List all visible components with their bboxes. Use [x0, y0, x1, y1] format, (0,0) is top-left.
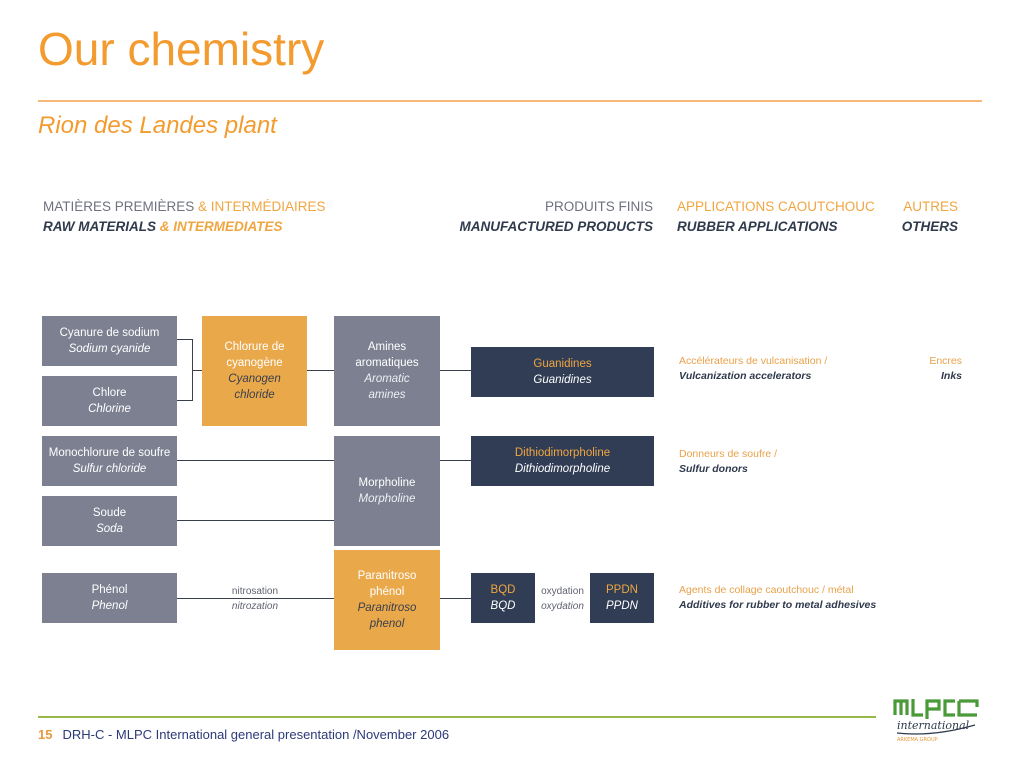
application-fr: Agents de collage caoutchouc / métal: [679, 584, 854, 596]
connector-line: [177, 339, 193, 340]
connector-line: [177, 460, 334, 461]
intermediate-en: Cyanogen: [228, 373, 281, 385]
application-en: Sulfur donors: [679, 463, 748, 475]
header-products-fr: PRODUITS FINIS: [544, 199, 653, 214]
header-products-en: MANUFACTURED PRODUCTS: [459, 219, 654, 234]
raw-material-soda: Soude Soda: [42, 496, 177, 546]
product-fr: BQD: [490, 584, 516, 596]
application-adhesives: Agents de collage caoutchouc / métal Add…: [679, 583, 876, 613]
application-fr: Donneurs de soufre /: [679, 448, 778, 460]
product-en: BQD: [490, 600, 516, 612]
slide-title: Our chemistry: [38, 23, 325, 75]
application-fr: Accélérateurs de vulcanisation /: [679, 355, 828, 367]
reaction-fr: oxydation: [541, 586, 584, 597]
intermediate-en: Morpholine: [358, 493, 416, 505]
intermediate-fr: cyanogène: [226, 357, 283, 369]
other-fr: Encres: [929, 355, 962, 367]
raw-fr: Phénol: [91, 584, 128, 596]
raw-fr: Soude: [92, 507, 127, 519]
header-raw-fr-b: & INTERMÉDIAIRES: [198, 199, 326, 214]
application-vulcanization: Accélérateurs de vulcanisation / Vulcani…: [679, 354, 827, 384]
product-bqd: BQD BQD: [471, 573, 535, 623]
reaction-nitrosation: nitrosation nitrozation: [215, 584, 295, 614]
product-en: Guanidines: [533, 374, 592, 386]
application-en: Vulcanization accelerators: [679, 370, 812, 382]
header-rubber-en: RUBBER APPLICATIONS: [677, 219, 838, 234]
connector-line: [440, 598, 471, 599]
connector-line: [177, 520, 334, 521]
footer: 15 DRH-C - MLPC International general pre…: [38, 727, 449, 742]
raw-fr: Cyanure de sodium: [59, 327, 160, 339]
header-rubber-fr: APPLICATIONS CAOUTCHOUC: [677, 199, 875, 214]
product-fr: Guanidines: [533, 358, 592, 370]
header-others-fr: AUTRES: [903, 199, 958, 214]
connector-line: [177, 598, 334, 599]
connector-line: [307, 370, 334, 371]
header-raw-fr: MATIÈRES PREMIÈRES & INTERMÉDIAIRES: [43, 199, 326, 214]
intermediate-fr: Morpholine: [358, 477, 416, 489]
slide-subtitle: Rion des Landes plant: [38, 112, 277, 139]
raw-en: Sodium cyanide: [68, 343, 151, 355]
intermediate-en: phenol: [369, 618, 405, 630]
raw-fr: Chlore: [92, 387, 127, 399]
mlpc-logo: international ARKEMA GROUP: [893, 695, 985, 743]
product-en: PPDN: [606, 600, 638, 612]
intermediate-en: Paranitroso: [357, 602, 417, 614]
connector-line: [177, 400, 193, 401]
product-fr: PPDN: [606, 584, 638, 596]
intermediate-aromatic-amines: Amines aromatiques Aromatic amines: [334, 316, 440, 426]
intermediate-cyanogen-chloride: Chlorure de cyanogène Cyanogen chloride: [202, 316, 307, 426]
raw-en: Sulfur chloride: [72, 463, 147, 475]
product-guanidines: Guanidines Guanidines: [471, 347, 654, 397]
title-divider: [38, 100, 982, 102]
header-raw-en: RAW MATERIALS & INTERMEDIATES: [43, 219, 283, 234]
product-fr: Dithiodimorpholine: [514, 447, 611, 459]
intermediate-fr: Amines: [367, 341, 407, 353]
intermediate-fr: phénol: [369, 586, 405, 598]
intermediate-morpholine: Morpholine Morpholine: [334, 436, 440, 546]
intermediate-fr: aromatiques: [355, 357, 419, 369]
intermediate-fr: Paranitroso: [357, 570, 417, 582]
connector-line: [440, 370, 471, 371]
product-dithiodimorpholine: Dithiodimorpholine Dithiodimorpholine: [471, 436, 654, 486]
mlpc-logo-mark: international ARKEMA GROUP: [893, 699, 979, 743]
footer-divider: [38, 716, 876, 718]
intermediate-fr: Chlorure de: [224, 341, 285, 353]
reaction-fr: nitrosation: [231, 586, 279, 597]
connector-line: [440, 460, 471, 461]
connector-line: [192, 370, 202, 371]
footer-text: DRH-C - MLPC International general prese…: [62, 727, 450, 742]
raw-material-sodium-cyanide: Cyanure de sodium Sodium cyanide: [42, 316, 177, 366]
header-raw-en-a: RAW MATERIALS: [43, 219, 160, 234]
logo-group: ARKEMA GROUP: [897, 737, 938, 743]
raw-material-chlorine: Chlore Chlorine: [42, 376, 177, 426]
header-others-en: OTHERS: [901, 219, 958, 234]
raw-material-sulfur-chloride: Monochlorure de soufre Sulfur chloride: [42, 436, 177, 486]
intermediate-en: amines: [368, 389, 406, 401]
reaction-en: oxydation: [541, 601, 584, 612]
intermediate-paranitroso-phenol: Paranitroso phénol Paranitroso phenol: [334, 550, 440, 650]
raw-en: Phenol: [91, 600, 128, 612]
product-ppdn: PPDN PPDN: [590, 573, 654, 623]
product-en: Dithiodimorpholine: [514, 463, 611, 475]
raw-material-phenol: Phénol Phenol: [42, 573, 177, 623]
intermediate-en: chloride: [234, 389, 275, 401]
logo-tagline: international: [897, 719, 970, 732]
application-sulfur-donors: Donneurs de soufre / Sulfur donors: [679, 447, 777, 477]
other-en: Inks: [940, 370, 962, 382]
raw-fr: Monochlorure de soufre: [48, 447, 171, 459]
raw-en: Soda: [96, 523, 123, 535]
application-en: Additives for rubber to metal adhesives: [679, 599, 877, 611]
raw-en: Chlorine: [88, 403, 131, 415]
intermediate-en: Aromatic: [364, 373, 410, 385]
other-inks: Encres Inks: [929, 354, 962, 384]
reaction-en: nitrozation: [231, 601, 279, 612]
reaction-oxydation: oxydation oxydation: [535, 584, 590, 614]
header-raw-en-b: & INTERMEDIATES: [159, 219, 283, 234]
header-raw-fr-a: MATIÈRES PREMIÈRES: [43, 199, 199, 214]
page-number: 15: [38, 727, 53, 742]
